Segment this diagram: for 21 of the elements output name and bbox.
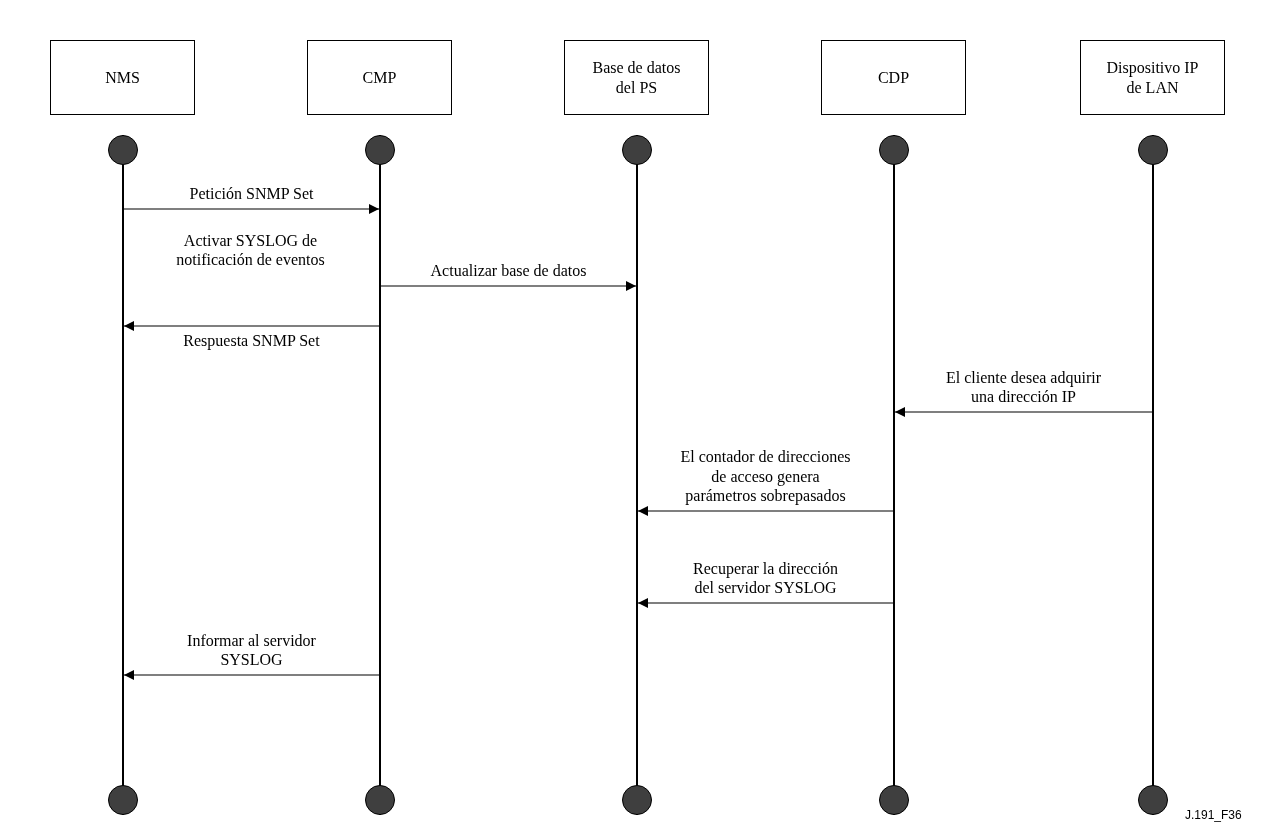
message-label: El cliente desea adquirir una dirección IP bbox=[944, 367, 1102, 406]
message-label: Recuperar la dirección del servidor SYSLOG bbox=[692, 558, 839, 597]
message-label: Informar al servidor SYSLOG bbox=[186, 630, 317, 669]
participant-box: Dispositivo IP de LAN bbox=[1080, 40, 1225, 115]
message-arrow bbox=[123, 670, 380, 680]
participant-box: CDP bbox=[821, 40, 966, 115]
message-label: El contador de direcciones de acceso genera parámetros sobrepasados bbox=[679, 447, 852, 505]
participant-box: Base de datos del PS bbox=[564, 40, 709, 115]
message-label: Petición SNMP Set bbox=[188, 183, 315, 203]
message-arrow bbox=[123, 204, 380, 214]
note-text: Activar SYSLOG de notificación de eventos bbox=[175, 231, 326, 270]
message-arrow bbox=[637, 506, 894, 516]
message-arrow bbox=[637, 598, 894, 608]
message-label: Actualizar base de datos bbox=[429, 260, 588, 280]
message-arrow bbox=[894, 407, 1153, 417]
participant-box: CMP bbox=[307, 40, 452, 115]
participant-box: NMS bbox=[50, 40, 195, 115]
message-arrow bbox=[123, 321, 380, 331]
figure-id: J.191_F36 bbox=[1185, 808, 1243, 823]
message-label: Respuesta SNMP Set bbox=[182, 331, 321, 351]
message-arrow bbox=[380, 281, 637, 291]
